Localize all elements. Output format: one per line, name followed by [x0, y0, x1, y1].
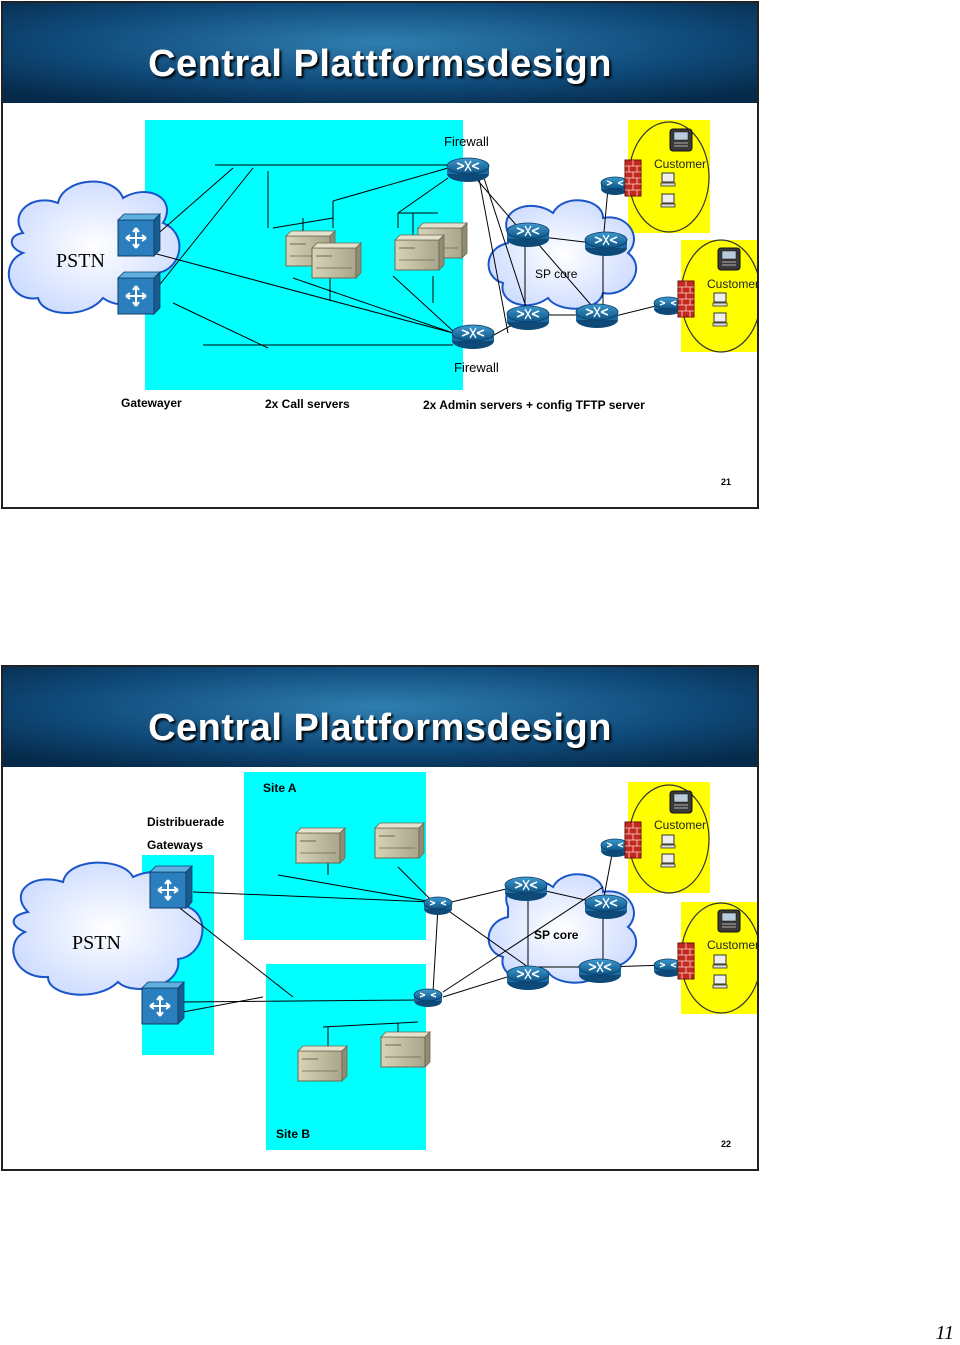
- site-a-server-2: [374, 822, 425, 859]
- firewall-icon: [677, 942, 695, 980]
- pc-icon: [712, 974, 728, 989]
- pc-icon: [660, 193, 676, 208]
- gateway-device-2: [117, 271, 161, 315]
- sp-core-router-3: [506, 305, 550, 331]
- site-b-router: [413, 988, 443, 1008]
- gatewayer-caption: Gatewayer: [121, 396, 182, 410]
- title-banner: [3, 3, 757, 103]
- slide-title: Central Plattformsdesign: [148, 707, 612, 749]
- slide-22: Central Plattformsdesign Site A Site B D…: [1, 665, 759, 1171]
- slide-21: Central Plattformsdesign Firewall Firewa…: [1, 1, 759, 509]
- sp-core-router-2: [584, 231, 628, 257]
- sp-core-router-1: [506, 222, 550, 248]
- firewall-top-label: Firewall: [444, 134, 489, 149]
- firewall-router-top: [446, 157, 490, 183]
- pc-icon: [712, 954, 728, 969]
- customer-label-1: Customer: [654, 818, 707, 832]
- customer-label-2: Customer: [707, 938, 759, 952]
- site-a-label: Site A: [263, 781, 297, 795]
- firewall-bottom-label: Firewall: [454, 360, 499, 375]
- site-b-server-1: [297, 1045, 348, 1082]
- site-b-label: Site B: [276, 1127, 311, 1141]
- firewall-icon: [677, 280, 695, 318]
- phone-icon: [717, 909, 741, 933]
- dist-gateways-label-2: Gateways: [147, 838, 204, 852]
- gateway-device-1: [149, 865, 193, 909]
- call-servers-caption: 2x Call servers: [265, 397, 350, 411]
- call-server-2: [311, 242, 362, 279]
- sp-core-label: SP core: [534, 928, 579, 942]
- sp-core-router-3: [506, 965, 550, 991]
- pc-icon: [660, 172, 676, 187]
- pc-icon: [660, 834, 676, 849]
- firewall-icon: [624, 821, 642, 859]
- customer-label-1: Customer: [654, 157, 707, 171]
- slide-page-number: 22: [721, 1139, 732, 1149]
- admin-server-2: [394, 234, 445, 271]
- admin-servers-caption: 2x Admin servers + config TFTP server: [423, 398, 645, 412]
- sp-core-router-4: [578, 958, 622, 984]
- slide-21-diagram: [3, 3, 757, 390]
- pstn-label: PSTN: [72, 932, 121, 954]
- pc-icon: [660, 853, 676, 868]
- sp-core-label: SP core: [535, 267, 578, 281]
- phone-icon: [717, 247, 741, 271]
- firewall-icon: [624, 159, 642, 197]
- site-b-server-2: [380, 1031, 431, 1068]
- pstn-label: PSTN: [56, 250, 105, 272]
- slide-22-diagram: [3, 667, 757, 1150]
- site-a-server-1: [295, 827, 346, 864]
- pc-icon: [712, 292, 728, 307]
- document-page-number: 11: [935, 1322, 954, 1344]
- customer-label-2: Customer: [707, 277, 759, 291]
- gateway-device-2: [141, 981, 185, 1025]
- sp-core-router-1: [504, 876, 548, 902]
- firewall-router-bottom: [451, 324, 495, 350]
- site-a-router: [423, 896, 453, 916]
- dist-gateways-label-1: Distribuerade: [147, 815, 225, 829]
- pc-icon: [712, 312, 728, 327]
- gateway-device-1: [117, 213, 161, 257]
- slide-title: Central Plattformsdesign: [148, 43, 612, 85]
- title-banner: [3, 667, 757, 767]
- slide-page-number: 21: [721, 477, 732, 487]
- phone-icon: [669, 790, 693, 814]
- sp-core-router-4: [575, 303, 619, 329]
- phone-icon: [669, 128, 693, 152]
- sp-core-router-2: [584, 894, 628, 920]
